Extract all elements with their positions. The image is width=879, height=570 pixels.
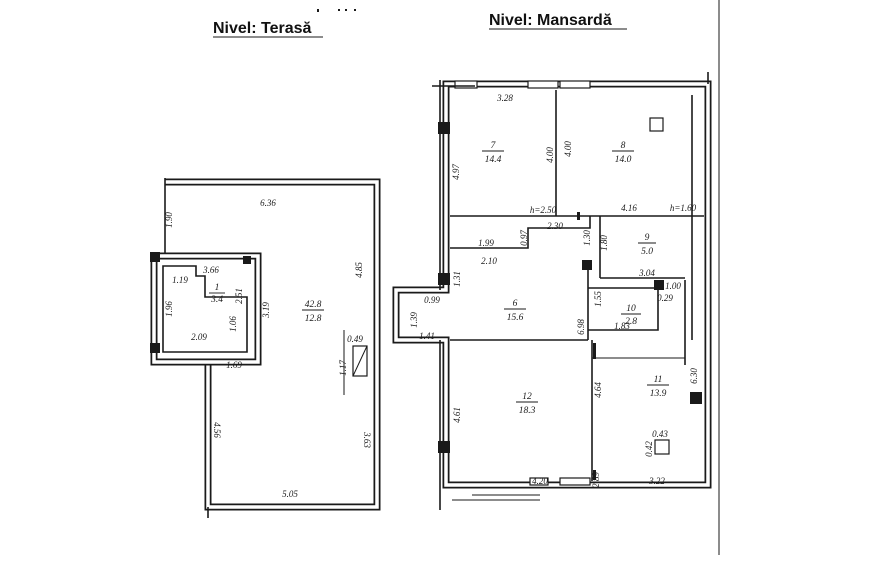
svg-text:1.99: 1.99 (478, 238, 494, 248)
svg-text:5.05: 5.05 (282, 489, 298, 499)
mansarda-plan (392, 72, 712, 510)
mansarda-room-9: 9 5.0 (638, 233, 656, 257)
terasa-plan (150, 178, 381, 518)
svg-text:1.30: 1.30 (582, 230, 592, 246)
svg-text:13.9: 13.9 (650, 389, 667, 399)
title-mansarda: Nivel: Mansardă (489, 12, 612, 29)
svg-text:2.30: 2.30 (547, 221, 563, 231)
svg-text:1.69: 1.69 (226, 360, 242, 370)
svg-text:1.41: 1.41 (419, 331, 435, 341)
svg-text:0.49: 0.49 (347, 334, 363, 344)
svg-text:1.19: 1.19 (172, 275, 188, 285)
title-terasa: Nivel: Terasă (213, 20, 312, 37)
svg-text:1.39: 1.39 (409, 312, 419, 328)
svg-text:9: 9 (645, 233, 650, 243)
svg-text:2.8: 2.8 (625, 317, 637, 327)
svg-text:4.00: 4.00 (563, 141, 573, 157)
svg-text:4.56: 4.56 (212, 422, 222, 438)
svg-text:6.98: 6.98 (576, 319, 586, 335)
svg-text:42.8: 42.8 (305, 300, 322, 310)
mansarda-room-12: 12 18.3 (516, 392, 538, 416)
svg-text:h=2.50: h=2.50 (530, 205, 557, 215)
mansarda-room-10: 10 2.8 (621, 304, 641, 327)
svg-text:1.06: 1.06 (228, 316, 238, 332)
svg-text:3.28: 3.28 (496, 93, 513, 103)
svg-text:3.66: 3.66 (202, 265, 219, 275)
svg-text:4.97: 4.97 (451, 164, 461, 180)
svg-text:4.20: 4.20 (532, 476, 548, 486)
terasa-room-1: 1 3.4 (209, 283, 225, 305)
svg-text:2.89: 2.89 (591, 472, 601, 488)
svg-text:6.30: 6.30 (689, 368, 699, 384)
svg-text:3.04: 3.04 (638, 268, 655, 278)
mansarda-room-11: 11 13.9 (647, 375, 669, 399)
svg-text:4.00: 4.00 (545, 147, 555, 163)
svg-text:4.16: 4.16 (621, 203, 637, 213)
svg-text:1.96: 1.96 (164, 301, 174, 317)
svg-text:18.3: 18.3 (519, 406, 536, 416)
svg-text:3.19: 3.19 (261, 302, 271, 319)
svg-text:1: 1 (215, 283, 220, 293)
svg-text:1.00: 1.00 (665, 281, 681, 291)
svg-text:12.8: 12.8 (305, 314, 322, 324)
svg-text:6: 6 (513, 299, 518, 309)
svg-text:h=1.60: h=1.60 (670, 203, 697, 213)
svg-text:7: 7 (491, 141, 497, 151)
mansarda-room-7: 7 14.4 (482, 141, 504, 165)
svg-text:0.99: 0.99 (424, 295, 440, 305)
svg-text:10: 10 (626, 304, 636, 314)
svg-text:1.90: 1.90 (164, 212, 174, 228)
svg-text:1.17: 1.17 (338, 360, 348, 376)
svg-text:15.6: 15.6 (507, 313, 524, 323)
mansarda-dimensions: 3.28 4.97 4.00 4.00 h=2.50 2.30 4.16 h=1… (409, 93, 699, 488)
svg-text:0.42: 0.42 (644, 441, 654, 457)
mansarda-room-8: 8 14.0 (612, 141, 634, 165)
svg-text:2.10: 2.10 (481, 256, 497, 266)
svg-text:11: 11 (654, 375, 663, 385)
svg-text:4.61: 4.61 (452, 407, 462, 423)
svg-text:3.63: 3.63 (362, 431, 372, 448)
svg-text:0.97: 0.97 (519, 230, 529, 246)
corner-marks (317, 9, 356, 12)
svg-text:5.0: 5.0 (641, 247, 653, 257)
svg-text:3.4: 3.4 (210, 295, 223, 305)
svg-text:6.36: 6.36 (260, 198, 276, 208)
terasa-dimensions: 6.36 1.90 3.66 1.19 2.51 1.96 1.06 2.09 … (164, 198, 372, 499)
svg-text:8: 8 (621, 141, 626, 151)
svg-text:0.29: 0.29 (657, 293, 673, 303)
svg-text:1.83: 1.83 (614, 321, 630, 331)
svg-text:3.22: 3.22 (648, 476, 665, 486)
svg-text:4.64: 4.64 (593, 382, 603, 398)
svg-text:12: 12 (522, 392, 532, 402)
svg-text:1.55: 1.55 (593, 291, 603, 307)
svg-text:4.85: 4.85 (354, 262, 364, 278)
mansarda-room-6: 6 15.6 (504, 299, 526, 323)
svg-text:2.09: 2.09 (191, 332, 207, 342)
svg-text:1.80: 1.80 (599, 235, 609, 251)
svg-text:14.4: 14.4 (485, 155, 502, 165)
svg-text:14.0: 14.0 (615, 155, 632, 165)
svg-text:2.51: 2.51 (234, 288, 244, 304)
svg-text:0.43: 0.43 (652, 429, 668, 439)
terasa-room-main: 42.8 12.8 (302, 300, 324, 324)
svg-text:1.31: 1.31 (452, 271, 462, 287)
